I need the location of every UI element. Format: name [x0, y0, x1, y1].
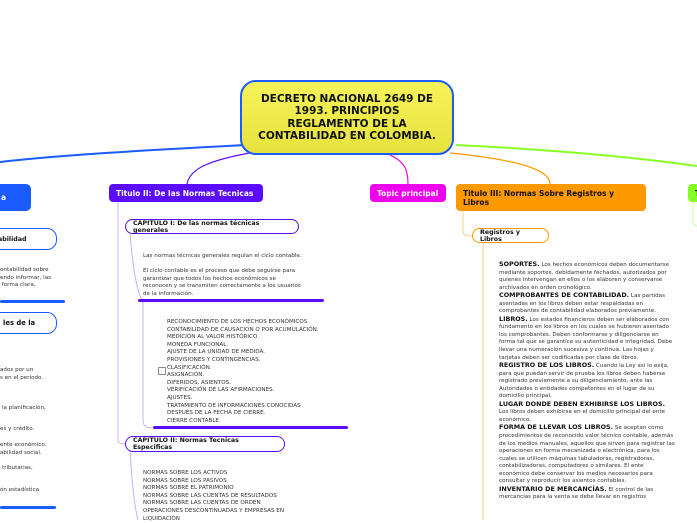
item-inventario: INVENTARIO DE MERCANCÍAS. El control de …: [499, 484, 654, 501]
divider: [0, 506, 56, 509]
capitulo-i-label: CAPITULO I: De las normas técnicas gener…: [133, 219, 260, 234]
registros-libros-node[interactable]: Registros y Libros: [472, 228, 549, 243]
left-subtopic-1[interactable]: abilidad: [0, 228, 57, 250]
central-topic[interactable]: DECRETO NACIONAL 2649 DE 1993. PRINCIPIO…: [240, 80, 454, 155]
divider: [138, 299, 324, 302]
topic-principal-node[interactable]: Topic principal: [370, 184, 446, 202]
capitulo-i-list: RECONOCIMIENTO DE LOS HECHOS ECONÓMICOS …: [167, 319, 319, 424]
checkbox[interactable]: [158, 367, 166, 375]
item-registro: REGISTRO DE LOS LIBROS. Cuando la Ley as…: [499, 361, 669, 400]
registros-libros-label: Registros y Libros: [480, 228, 521, 243]
titulo-iii-node[interactable]: Titulo III: Normas Sobre Registros y Lib…: [456, 184, 646, 211]
item-libros: LIBROS. Los estados financieros deben se…: [499, 314, 673, 361]
topic-principal-label: Topic principal: [377, 188, 439, 198]
left-text-1: ontabilidad sobre endo informar, las for…: [0, 267, 52, 289]
titulo-ii-label: Titulo II: De las Normas Tecnicas: [116, 188, 254, 198]
left-main-topic[interactable]: a: [0, 184, 31, 211]
item-comprobantes: COMPROBANTES DE CONTABILIDAD. Las partid…: [499, 291, 666, 315]
central-title: DECRETO NACIONAL 2649 DE 1993. PRINCIPIO…: [258, 92, 436, 143]
left-main-label: a: [1, 193, 7, 202]
capitulo-ii-node[interactable]: CAPITULO II: Normas Tecnicas Especificas: [125, 436, 285, 452]
capitulo-i-text: Las normas técnicas generales regulan el…: [143, 253, 302, 297]
right-main-topic[interactable]: T: [688, 184, 697, 202]
capitulo-i-node[interactable]: CAPITULO I: De las normas técnicas gener…: [125, 219, 299, 234]
capitulo-ii-list: NORMAS SOBRE LOS ACTIVOS NORMAS SOBRE LO…: [143, 470, 285, 522]
divider: [0, 300, 65, 303]
left-text-4: es y crédito.: [0, 426, 35, 432]
left-text-3: la planificación,: [2, 405, 46, 411]
left-text-5: ente económico. abilidad social.: [0, 442, 47, 456]
item-soportes: SOPORTES. Los hechos económicos deben do…: [499, 260, 669, 291]
left-text-2: ados por un s en el período.: [0, 367, 44, 381]
item-forma: FORMA DE LLEVAR LOS LIBROS. Se aceptan c…: [499, 423, 675, 485]
capitulo-ii-label: CAPITULO II: Normas Tecnicas Especificas: [133, 437, 239, 451]
titulo-ii-node[interactable]: Titulo II: De las Normas Tecnicas: [109, 184, 263, 202]
left-subtopic-2[interactable]: les de la: [0, 312, 57, 334]
titulo-iii-label: Titulo III: Normas Sobre Registros y Lib…: [463, 188, 614, 207]
divider: [153, 426, 348, 429]
item-lugar: LUGAR DONDE DEBEN EXHIBIRSE LOS LIBROS. …: [499, 399, 666, 423]
left-sub1-label: abilidad: [0, 235, 27, 243]
left-sub2-label: les de la: [3, 319, 36, 327]
left-text-7: ón estadística: [0, 487, 39, 493]
registros-libros-text: SOPORTES. Los hechos económicos deben do…: [499, 260, 675, 502]
right-main-label: T: [695, 189, 697, 198]
left-text-6: tributarias,: [2, 465, 33, 471]
